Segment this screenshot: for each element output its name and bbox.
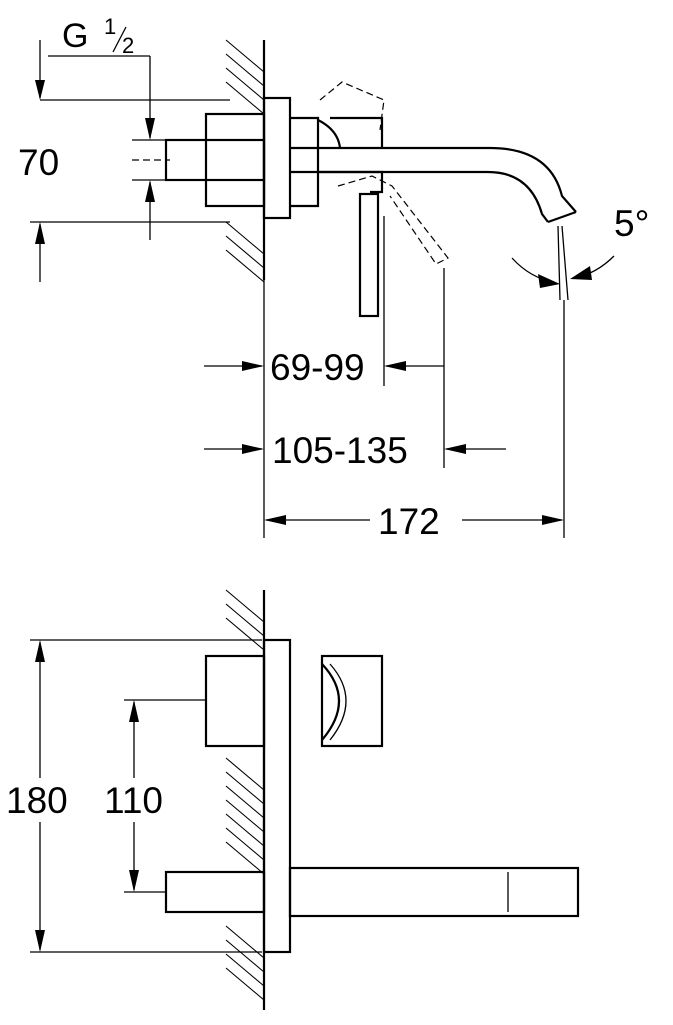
- hatch-stroke: [225, 39, 265, 73]
- spout-bottom: [290, 170, 549, 223]
- dim180-arrow-bottom: [35, 930, 45, 952]
- hatch-stroke: [225, 249, 265, 283]
- hatch-stroke: [225, 967, 265, 1001]
- front-lever-curve: [321, 663, 341, 741]
- dim-105-135-arrow-right: [444, 444, 466, 454]
- thread-letter: G: [62, 17, 88, 55]
- hatch-stroke: [225, 603, 265, 637]
- lever-housing: [290, 116, 320, 208]
- hatch-stroke: [225, 53, 265, 87]
- lever-alt-top: [319, 81, 385, 131]
- hatch-stroke: [225, 221, 265, 255]
- angle-arrow-right: [570, 266, 592, 280]
- wall-front: [225, 589, 266, 1010]
- hatch-stroke: [225, 757, 265, 791]
- lever-cap-bottom: [318, 170, 384, 194]
- hatch-stroke: [225, 81, 265, 115]
- hatch-stroke: [225, 617, 265, 651]
- dim-spacing-110: 110: [104, 780, 163, 821]
- wall-hatching-front: [225, 589, 265, 1001]
- front-valve-body: [204, 654, 266, 748]
- front-inlet-pipe: [164, 870, 266, 914]
- dim-105-135-arrow-left: [242, 444, 264, 454]
- wall-side: [225, 39, 266, 283]
- dim110-arrow-bottom: [129, 870, 139, 892]
- front-lever-curve-inner: [329, 663, 347, 741]
- thread-denominator: 2: [122, 33, 134, 58]
- front-wall-plate: [262, 638, 292, 954]
- hatch-stroke: [225, 799, 265, 833]
- hatch-stroke: [225, 785, 265, 819]
- dim-172-arrow-right: [542, 515, 564, 525]
- side-view: G 1 2 70: [18, 14, 649, 542]
- hatch-stroke: [225, 953, 265, 987]
- dim-angle-5: 5°: [614, 203, 649, 244]
- angle-arrow-left: [538, 274, 560, 288]
- thread-arrow-right: [145, 118, 155, 140]
- hatch-stroke: [225, 771, 265, 805]
- front-view: 180 110: [2, 589, 580, 1010]
- thread-arrow-left: [35, 80, 45, 100]
- dim70-arrow-inner: [145, 180, 155, 202]
- spout-top: [290, 146, 577, 213]
- thread-label: G 1 2: [62, 14, 134, 58]
- front-lever-housing: [320, 654, 384, 748]
- hatch-stroke: [225, 841, 265, 875]
- hatch-stroke: [225, 813, 265, 847]
- thread-numerator: 1: [104, 14, 116, 39]
- dim-69-99-arrow-left: [242, 361, 264, 371]
- dim180-arrow-top: [35, 640, 45, 662]
- angle-line-2: [557, 225, 561, 301]
- dim-lever-range: 69-99: [270, 347, 365, 388]
- dim-height-70: 70: [18, 142, 59, 183]
- dim180-label-bg: [2, 778, 58, 822]
- hatch-stroke: [225, 235, 265, 269]
- front-spout: [288, 866, 580, 918]
- dim-projection-172: 172: [378, 501, 440, 542]
- thread-fraction-bar: [112, 26, 127, 53]
- hatch-stroke: [225, 827, 265, 861]
- wall-hatching: [225, 39, 265, 283]
- dim110-arrow-top: [129, 700, 139, 722]
- angle-line-1: [561, 225, 569, 301]
- dim-cartridge-range: 105-135: [272, 430, 408, 471]
- wall-plate: [262, 96, 292, 220]
- spout-tip: [547, 210, 577, 224]
- dim-172-arrow-left: [264, 515, 286, 525]
- dim70-arrow-outer: [35, 222, 45, 244]
- hatch-stroke: [225, 939, 265, 973]
- inlet-pipe: [164, 138, 266, 182]
- lever-handle: [358, 192, 380, 318]
- dim-69-99-arrow-right: [384, 361, 406, 371]
- hatch-stroke: [225, 589, 265, 623]
- valve-body-box: [204, 112, 266, 208]
- dim-total-180: 180: [6, 780, 68, 821]
- lever-alt-handle: [337, 175, 449, 265]
- hatch-stroke: [225, 67, 265, 101]
- dim110-label-bg: [102, 778, 176, 822]
- lever-curve-top: [317, 119, 342, 149]
- hatch-stroke: [225, 925, 265, 959]
- lever-cap-top: [330, 116, 384, 148]
